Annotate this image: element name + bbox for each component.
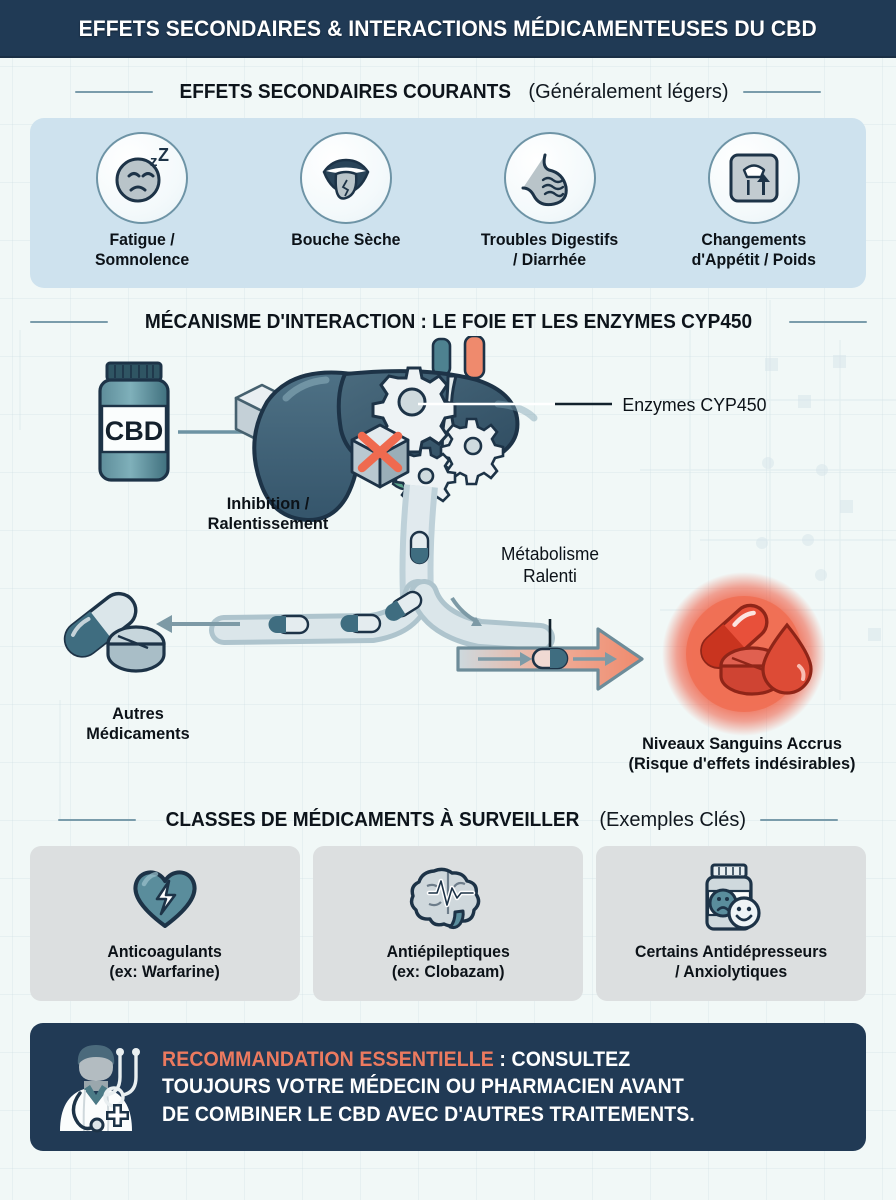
title-rule-right: [742, 91, 821, 93]
side-effect-label: Changements d'Appétit / Poids: [691, 231, 817, 270]
inhibition-label: Inhibition / Ralentissement: [207, 494, 329, 534]
card-icon-wrap: [128, 860, 202, 934]
side-effect-item: z Z Fatigue / Somnolence: [47, 132, 237, 270]
icon-circle: [300, 132, 392, 224]
svg-text:Z: Z: [158, 148, 169, 165]
icon-circle: [504, 132, 596, 224]
drug-classes-title-strong: CLASSES DE MÉDICAMENTS À SURVEILLER: [165, 808, 580, 831]
recommendation-banner: RECOMMANDATION ESSENTIELLE : CONSULTEZ T…: [30, 1023, 866, 1151]
brain-ekg-icon: [409, 867, 481, 930]
open-mouth-tongue-icon: [322, 158, 370, 200]
slowed-metabolism-arrow: [456, 619, 644, 691]
cbd-bottle-icon: CBD: [98, 361, 170, 482]
slowed-metabolism-label: Métabolisme Ralenti: [501, 544, 599, 586]
title-rule-left: [75, 91, 154, 93]
recommendation-highlight: RECOMMANDATION ESSENTIELLE: [162, 1048, 494, 1072]
side-effect-item: Troubles Digestifs / Diarrhée: [455, 132, 645, 270]
other-medications-label: Autres Médicaments: [86, 704, 190, 744]
doctor-stethoscope-icon: [60, 1044, 140, 1132]
side-effect-label: Bouche Sèche: [291, 231, 401, 249]
svg-text:z: z: [150, 153, 158, 170]
drug-class-card: Antiépileptiques (ex: Clobazam): [313, 846, 583, 1001]
cbd-bottle-label: CBD: [105, 416, 164, 446]
side-effect-item: Bouche Sèche: [251, 132, 441, 250]
left-outflow-arrow: [156, 615, 240, 633]
title-rule-left: [57, 819, 136, 821]
pill-bottle-moods-icon: [705, 863, 761, 931]
drug-classes-title-light: (Exemples Clés): [599, 809, 747, 831]
title-rule-right: [760, 819, 839, 821]
drug-classes-cards: Anticoagulants (ex: Warfarine) Antiépile…: [30, 846, 866, 1001]
side-effect-item: Changements d'Appétit / Poids: [659, 132, 849, 270]
icon-circle: [708, 132, 800, 224]
recommendation-line3: DE COMBINER LE CBD AVEC D'AUTRES TRAITEM…: [162, 1102, 695, 1126]
drug-class-card: Certains Antidépresseurs / Anxiolytiques: [596, 846, 866, 1001]
section-title-drug-classes: CLASSES DE MÉDICAMENTS À SURVEILLER (Exe…: [0, 808, 896, 832]
title-rule-right: [788, 321, 867, 323]
icon-circle: z Z: [96, 132, 188, 224]
blocked-enzyme-cube-icon: [350, 423, 410, 489]
page-header: EFFETS SECONDAIRES & INTERACTIONS MÉDICA…: [0, 0, 896, 58]
recommendation-text: RECOMMANDATION ESSENTIELLE : CONSULTEZ T…: [162, 1046, 695, 1128]
blood-drop-icon: [761, 622, 813, 695]
side-effects-title-light: (Généralement légers): [528, 81, 729, 103]
stomach-icon: [521, 153, 568, 207]
enzymes-cyp450-label: Enzymes CYP450: [622, 394, 767, 415]
increased-blood-levels-icon: [662, 572, 826, 736]
drug-class-label: Anticoagulants (ex: Warfarine): [107, 943, 223, 982]
capsule-in-vessel: [409, 530, 430, 565]
drug-class-card: Anticoagulants (ex: Warfarine): [30, 846, 300, 1001]
capsules-left-branch: [268, 590, 423, 635]
liver-icon: [252, 336, 538, 523]
side-effect-label: Fatigue / Somnolence: [94, 231, 190, 270]
increased-blood-levels-label: Niveaux Sanguins Accrus (Risque d'effets…: [628, 734, 856, 774]
side-effect-label: Troubles Digestifs / Diarrhée: [481, 231, 619, 270]
recommendation-line2: TOUJOURS VOTRE MÉDECIN OU PHARMACIEN AVA…: [162, 1075, 684, 1099]
title-rule-left: [29, 321, 108, 323]
card-icon-wrap: [692, 860, 770, 934]
recommendation-line1-rest: : CONSULTEZ: [493, 1048, 631, 1072]
slowed-capsule-icon: [531, 647, 569, 670]
sleepy-face-icon: z Z: [115, 148, 169, 203]
drug-class-label: Antiépileptiques (ex: Clobazam): [386, 943, 510, 982]
side-effects-panel: z Z Fatigue / Somnolence Bouche Sèche: [30, 118, 866, 288]
liver-mechanism-diagram: CBD: [0, 336, 896, 806]
drug-class-label: Certains Antidépresseurs / Anxiolytiques: [634, 943, 828, 982]
page-title: EFFETS SECONDAIRES & INTERACTIONS MÉDICA…: [78, 16, 818, 41]
side-effects-title-strong: EFFETS SECONDAIRES COURANTS: [179, 80, 512, 103]
heart-bolt-icon: [133, 870, 197, 928]
doctor-icon-wrap: [44, 1035, 148, 1140]
section-title-mechanism: MÉCANISME D'INTERACTION : LE FOIE ET LES…: [0, 310, 896, 334]
mechanism-title-strong: MÉCANISME D'INTERACTION : LE FOIE ET LES…: [144, 310, 752, 333]
other-medications-icon: [63, 591, 166, 673]
tablet-icon: [106, 625, 166, 673]
cyp450-gear-medium-icon: [439, 417, 505, 486]
section-title-side-effects: EFFETS SECONDAIRES COURANTS (Généralemen…: [0, 80, 896, 104]
weight-scale-icon: [729, 153, 779, 203]
card-icon-wrap: [407, 860, 489, 934]
